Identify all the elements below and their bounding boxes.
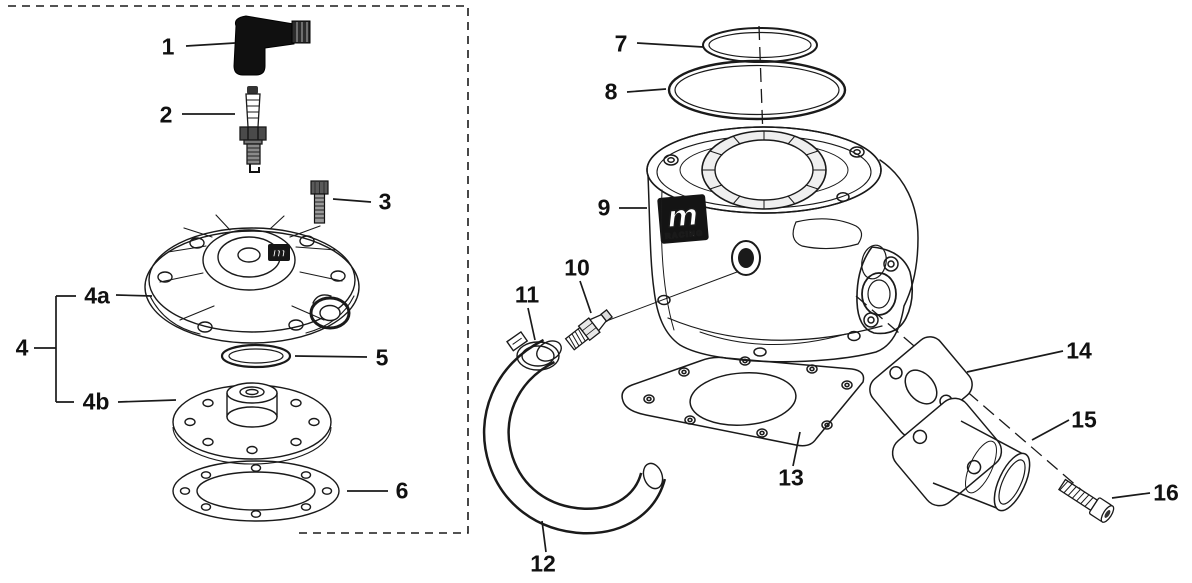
leader-line-13 [792, 431, 801, 467]
leader-line-10 [579, 280, 592, 314]
o-ring-5-drawing [220, 343, 292, 369]
callout-label-11: 11 [514, 281, 540, 308]
callout-label-1: 1 [161, 33, 175, 60]
leader-line-4a [115, 294, 153, 297]
callout-label-13: 13 [778, 464, 804, 491]
callout-label-9: 9 [597, 194, 611, 221]
callout-label-15: 15 [1071, 406, 1097, 433]
leader-line-4b [117, 399, 177, 403]
callout-label-3: 3 [378, 188, 392, 215]
head-insert-drawing [172, 382, 332, 465]
leader-line-14 [966, 350, 1064, 373]
callout-label-5: 5 [375, 344, 389, 371]
leader-line-8 [626, 88, 667, 93]
spark-plug-cap-drawing [233, 15, 311, 76]
leader-line-1 [185, 42, 236, 47]
leader-line-5 [294, 355, 368, 358]
o-ring-8-drawing [667, 59, 847, 121]
centerline-exhaust-axis [855, 295, 1101, 507]
cylinder-brand-mark: m [666, 198, 700, 236]
callout-label-14: 14 [1066, 337, 1092, 364]
base-gasket-drawing [621, 356, 865, 447]
leader-line-15 [1031, 419, 1070, 441]
leader-line-12 [541, 520, 547, 553]
leader-bracket-4 [34, 295, 76, 403]
callout-label-10: 10 [564, 254, 590, 281]
callout-label-4: 4 [15, 334, 29, 361]
spark-plug-drawing [239, 86, 267, 173]
bolt-3-drawing [310, 180, 329, 224]
head-brand-mark: m [272, 246, 286, 261]
leader-lines [34, 42, 1151, 553]
gasket-6-drawing [172, 460, 340, 522]
callout-label-6: 6 [395, 477, 409, 504]
callout-label-4b: 4b [82, 388, 110, 415]
exhaust-flange-drawing [891, 397, 1031, 512]
callout-label-12: 12 [530, 550, 556, 577]
callout-label-8: 8 [604, 78, 618, 105]
o-ring-7-drawing [702, 27, 818, 63]
callout-label-7: 7 [614, 30, 628, 57]
leader-line-16 [1111, 492, 1151, 499]
leader-line-7 [636, 42, 704, 48]
leader-line-11 [527, 307, 536, 341]
cylinder-drawing: m RACING [646, 126, 919, 363]
callout-label-4a: 4a [84, 282, 110, 309]
cylinder-brand-sub: RACING [665, 228, 704, 240]
cylinder-head-drawing: m [144, 214, 360, 344]
leader-line-3 [332, 198, 372, 203]
fitting-10-drawing [564, 308, 614, 351]
reference-line-fitting [600, 271, 738, 324]
callout-label-16: 16 [1153, 479, 1179, 506]
bolt-16-drawing [1057, 478, 1115, 523]
hose-clamp-drawing [506, 330, 560, 371]
callout-label-2: 2 [159, 101, 173, 128]
dashed-boundary [8, 5, 469, 534]
